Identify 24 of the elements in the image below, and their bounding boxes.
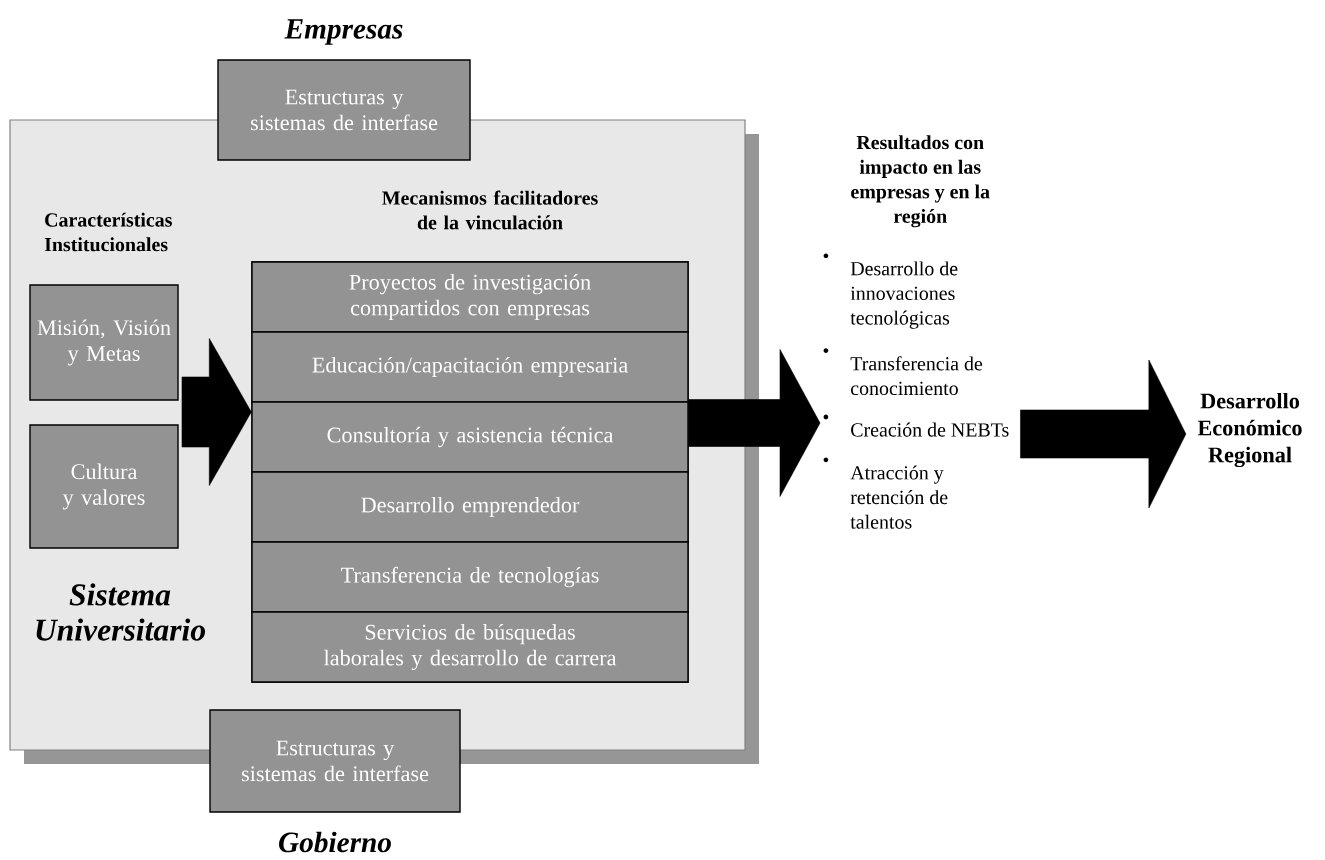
process-box: Estructuras y sistemas de interfase	[209, 709, 461, 813]
mechanism-row: Proyectos de investigación compartidos con empresas	[251, 261, 689, 333]
process-box: Estructuras y sistemas de interfase	[217, 59, 471, 161]
side-caption: Gobierno	[279, 831, 391, 853]
block-arrow	[1020, 359, 1187, 509]
mechanism-row: Desarrollo emprendedor	[251, 471, 689, 543]
bullet-item: Creación de NEBTs	[851, 422, 1009, 437]
mechanism-row: Consultoría y asistencia técnica	[251, 401, 689, 473]
mechanism-row: Servicios de búsquedas laborales y desarrollo de carrera	[251, 611, 689, 683]
bullet-item: Desarrollo de innovaciones tecnológicas	[850, 261, 958, 329]
bullet-item: Atracción y retención de talentos	[850, 465, 948, 529]
process-box: Misión, Visión y Metas	[29, 284, 179, 401]
block-arrow	[181, 338, 252, 486]
block-arrow	[688, 349, 821, 497]
result-text: Desarrollo Económico Regional	[1197, 392, 1302, 468]
mechanism-row: Educación/capacitación empresaria	[251, 331, 689, 403]
group-heading: Características Institucionales	[44, 212, 172, 252]
process-box: Cultura y valores	[29, 424, 179, 549]
side-caption: Empresas	[284, 19, 403, 45]
heading: Resultados con impacto en las empresas y en la región	[851, 135, 990, 228]
panel-title: Sistema Universitario	[36, 583, 206, 641]
section-heading: Mecanismos facilitadores de la vinculación	[382, 190, 598, 230]
mechanism-row: Transferencia de tecnologías	[251, 541, 689, 613]
bullet-item: Transferencia de conocimiento	[850, 356, 983, 396]
